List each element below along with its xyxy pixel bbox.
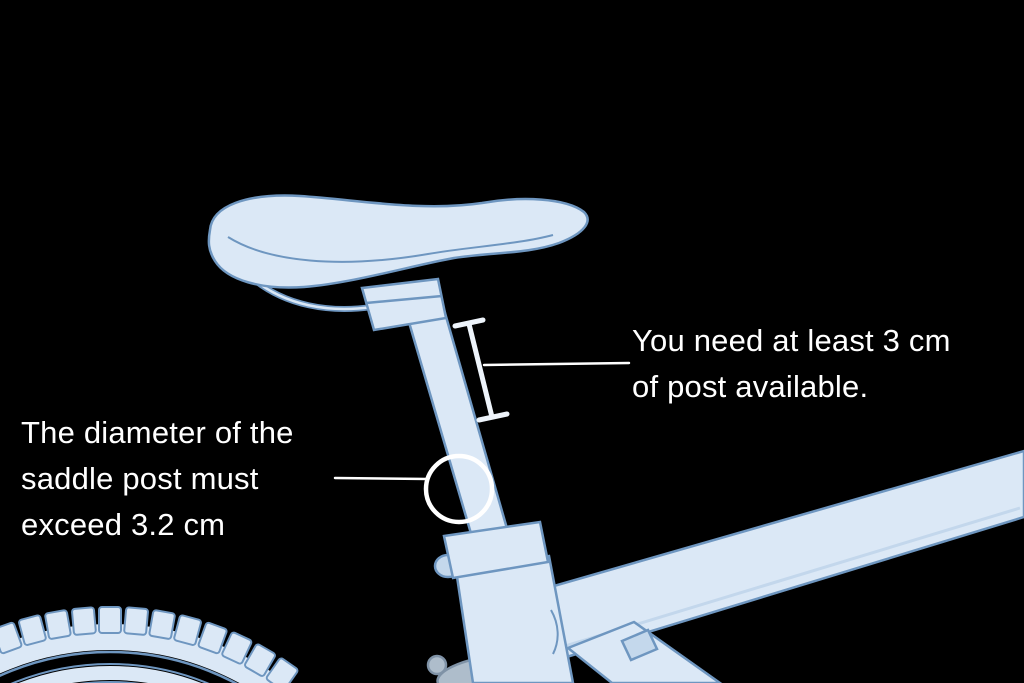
tire-knob	[265, 657, 299, 683]
annotation-post-length: You need at least 3 cm of post available…	[632, 318, 951, 410]
tire-knob	[123, 606, 149, 636]
annotation-line: of post available.	[632, 369, 869, 404]
seat-collar	[433, 520, 550, 580]
tire-knob	[197, 621, 228, 655]
saddle-clamp	[360, 277, 448, 332]
rear-tire	[0, 606, 299, 683]
tire-knob	[0, 621, 23, 655]
tire-knob	[18, 614, 47, 646]
annotation-line: You need at least 3 cm	[632, 323, 951, 358]
saddle-seam	[227, 234, 554, 263]
tire-inner-line	[0, 650, 238, 683]
bracket-bottom-cap	[476, 411, 510, 423]
top-tube-highlight	[564, 506, 1021, 648]
tire-knob	[244, 643, 276, 677]
seat-post	[404, 304, 514, 556]
annotation-line: saddle post must	[21, 461, 259, 496]
saddle	[207, 194, 589, 289]
pointer-line-post-length	[482, 361, 631, 367]
tire-knob	[148, 609, 176, 640]
saddle-clamp-line	[365, 294, 443, 305]
measurement-overlay	[333, 317, 631, 525]
top-tube	[503, 449, 1024, 665]
bolt-head	[426, 654, 448, 676]
pointer-line-post-diameter	[333, 476, 430, 481]
collar-band	[442, 520, 550, 580]
tire-knob	[71, 606, 97, 636]
annotation-line: exceed 3.2 cm	[21, 507, 226, 542]
tire-knob	[44, 609, 72, 640]
tire-knob	[221, 631, 253, 665]
rim-band	[18, 666, 202, 683]
annotation-post-diameter: The diameter of the saddle post must exc…	[21, 410, 294, 548]
weld-seam	[550, 609, 559, 655]
diameter-circle	[423, 453, 495, 525]
bracket-stem	[466, 321, 495, 420]
rim-outline-inner	[79, 681, 141, 683]
bike-illustration	[0, 194, 1024, 683]
tire-knob	[173, 614, 202, 646]
tire-body	[0, 624, 288, 683]
rim-outline-outer	[10, 663, 210, 683]
annotation-line: The diameter of the	[21, 415, 294, 450]
tire-knob	[98, 606, 122, 634]
tire-knobs	[0, 606, 299, 683]
cable-guide	[620, 628, 659, 662]
